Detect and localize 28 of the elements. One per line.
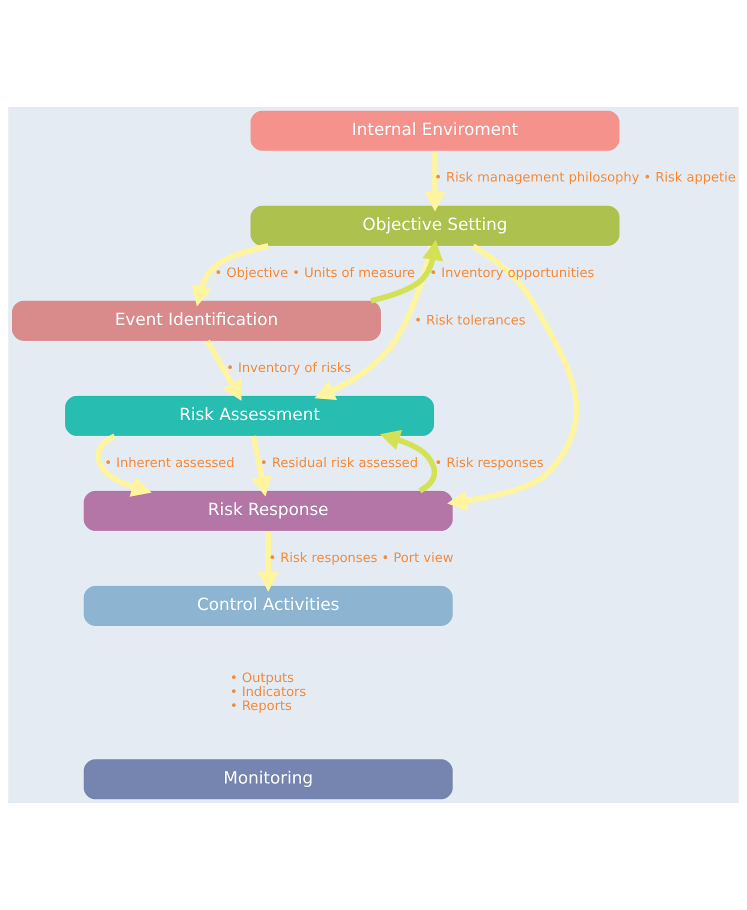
- edge-label: • Residual risk assessed: [260, 456, 418, 471]
- node-box: Monitoring: [84, 759, 453, 800]
- arrow: [447, 244, 579, 512]
- edge-label: • Risk responses • Port view: [268, 550, 454, 566]
- edge-label: • Risk tolerances: [414, 313, 526, 328]
- edge-label: • Inventory of risks: [226, 360, 352, 376]
- node-box: Event Identification: [12, 300, 381, 341]
- node-box: Control Activities: [84, 586, 453, 626]
- node-box: Risk Response: [84, 490, 453, 531]
- label: • Reports: [230, 699, 292, 714]
- arrow: [424, 151, 446, 212]
- arrow: [380, 430, 438, 494]
- arrow: [370, 240, 444, 304]
- label: • Outputs: [230, 671, 294, 686]
- node-box: Objective Setting: [250, 206, 620, 246]
- edge-label: • Risk management philosophy • Risk appetie: [434, 170, 736, 186]
- arrow: [95, 434, 152, 497]
- arrow: [205, 340, 242, 401]
- label: • Indicators: [230, 685, 306, 700]
- edge-label: • Risk responses: [434, 456, 544, 471]
- edge-label: • Inherent assessed: [104, 456, 235, 471]
- arrow: [258, 531, 279, 592]
- node-box: Risk Assessment: [65, 396, 434, 436]
- edge-label: • Objective • Units of measure: [214, 266, 416, 281]
- arrow: [250, 436, 272, 497]
- arrow: [192, 243, 269, 306]
- edge-label: • Inventory opportunities: [429, 266, 594, 281]
- node-box: Internal Enviroment: [250, 110, 620, 151]
